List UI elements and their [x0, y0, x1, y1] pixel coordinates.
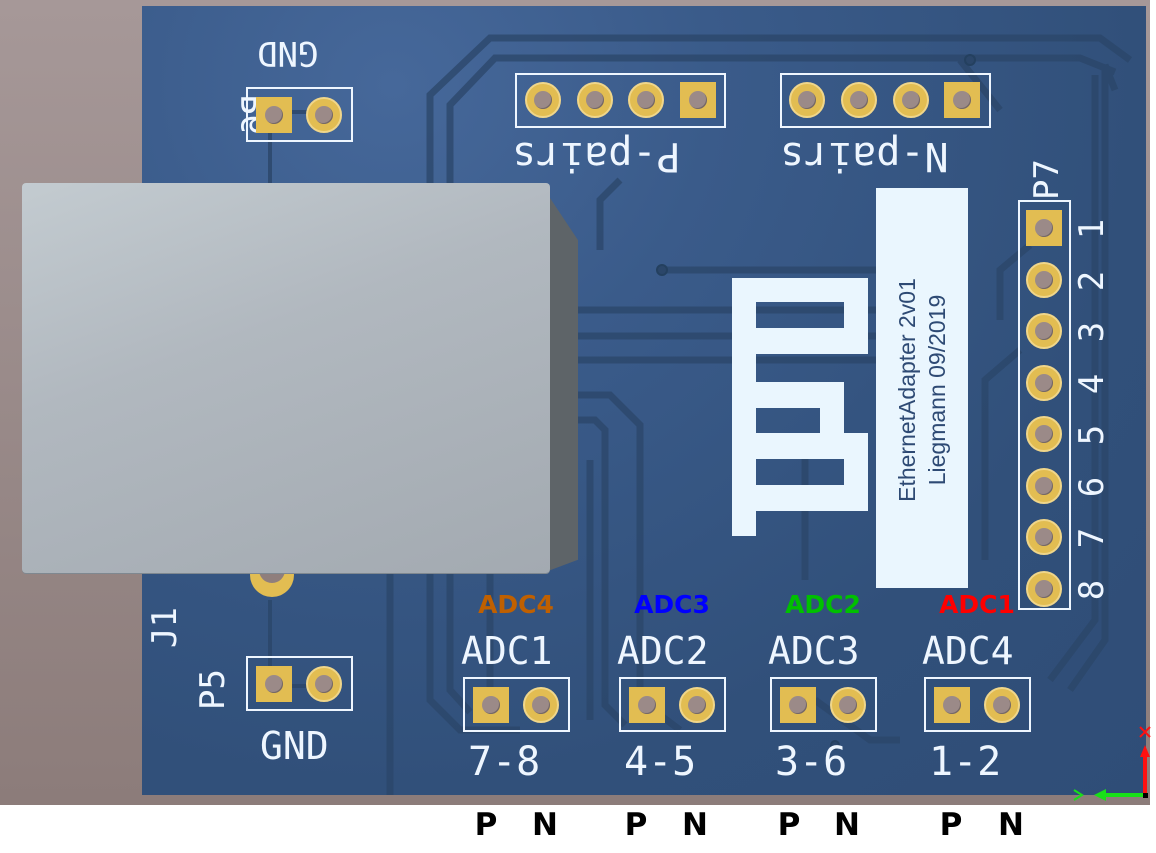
- adc-pin-pair-label: 1-2: [929, 739, 1002, 785]
- rj45-side: [548, 195, 578, 571]
- p7-pin-number: 5: [1072, 424, 1113, 446]
- p-pairs-label: P-pairs: [512, 133, 681, 179]
- p7-header[interactable]: [1018, 200, 1071, 610]
- p7-pin-6[interactable]: [1026, 467, 1062, 504]
- via: [830, 740, 840, 750]
- adc-silk-label: ADC4: [922, 629, 1014, 673]
- p7-pin-5[interactable]: [1026, 416, 1062, 452]
- j1-ref-label: J1: [145, 607, 185, 648]
- adc-pin-pair-label: 4-5: [624, 739, 697, 785]
- n-polarity-label: N: [532, 807, 558, 843]
- adc-pin-n[interactable]: [830, 687, 866, 723]
- p7-pin-4[interactable]: [1026, 364, 1062, 401]
- p6-header[interactable]: [246, 87, 353, 142]
- adc-overlay-label: ADC3: [634, 590, 710, 619]
- adc-pin-p[interactable]: [629, 687, 665, 723]
- p7-pin-1[interactable]: [1026, 210, 1062, 246]
- rj45-connector-j1[interactable]: [22, 183, 550, 573]
- adc-header[interactable]: [619, 677, 726, 732]
- p-polarity-label: P: [777, 807, 801, 843]
- adc-pin-pair-label: 3-6: [775, 739, 848, 785]
- via: [656, 264, 668, 276]
- p7-pin-number: 7: [1072, 527, 1113, 549]
- adc-silk-label: ADC1: [461, 629, 553, 673]
- adc-silk-label: ADC3: [768, 629, 860, 673]
- adc-overlay-label: ADC1: [939, 590, 1015, 619]
- board-label-text: EthernetAdapter 2v01 Liegmann 09/2019: [892, 278, 952, 502]
- p7-pin-3[interactable]: [1026, 313, 1062, 349]
- adc-header[interactable]: [770, 677, 877, 732]
- p-pairs-pin-1[interactable]: [680, 82, 716, 118]
- adc-pin-n[interactable]: [984, 687, 1020, 723]
- n-pairs-pin-4[interactable]: [789, 82, 825, 118]
- adc-silk-label: ADC2: [617, 629, 709, 673]
- board-title: EthernetAdapter 2v01: [894, 278, 920, 502]
- p7-pin-number: 3: [1072, 321, 1113, 343]
- p5-pin-2[interactable]: [306, 666, 342, 702]
- n-pairs-pin-3[interactable]: [841, 82, 877, 118]
- n-pairs-label: N-pairs: [780, 133, 949, 179]
- p5-header[interactable]: [246, 656, 353, 711]
- p5-pin-1[interactable]: [256, 666, 292, 702]
- p-polarity-label: P: [474, 807, 498, 843]
- p7-pin-number: 1: [1072, 218, 1113, 240]
- p7-pin-8[interactable]: [1026, 570, 1062, 607]
- p7-pin-number: 2: [1072, 270, 1113, 291]
- n-pairs-pin-1[interactable]: [944, 82, 980, 118]
- p-pairs-header[interactable]: [515, 73, 726, 128]
- p7-pin-number: 4: [1072, 373, 1113, 394]
- adc-pin-pair-label: 7-8: [468, 739, 541, 785]
- p-polarity-label: P: [939, 807, 963, 843]
- p6-pin-1[interactable]: [256, 97, 292, 133]
- adc-overlay-label: ADC4: [478, 590, 554, 619]
- adc-pin-p[interactable]: [780, 687, 816, 723]
- p7-pin-number: 8: [1072, 579, 1113, 600]
- adc-overlay-label: ADC2: [785, 590, 861, 619]
- p5-ref-label: P5: [193, 669, 233, 710]
- board-label-box: [876, 188, 968, 588]
- via: [964, 54, 976, 66]
- axis-indicator-icon: [1073, 726, 1151, 801]
- adc-header[interactable]: [463, 677, 570, 732]
- p7-pin-7[interactable]: [1026, 519, 1062, 555]
- p-pairs-pin-4[interactable]: [525, 82, 561, 118]
- p-pairs-pin-2[interactable]: [628, 82, 664, 118]
- p7-pin-2[interactable]: [1026, 261, 1062, 298]
- n-polarity-label: N: [834, 807, 860, 843]
- p5-gnd-label: GND: [260, 724, 329, 768]
- adc-header[interactable]: [924, 677, 1031, 732]
- p6-pin-2[interactable]: [306, 97, 342, 133]
- board-author-date: Liegmann 09/2019: [924, 294, 950, 486]
- n-pairs-header[interactable]: [780, 73, 991, 128]
- adc-pin-p[interactable]: [934, 687, 970, 723]
- tum-logo-icon: [732, 278, 868, 536]
- n-polarity-label: N: [998, 807, 1024, 843]
- adc-pin-p[interactable]: [473, 687, 509, 723]
- adc-pin-n[interactable]: [679, 687, 715, 723]
- p7-ref-label: P7: [1027, 159, 1067, 200]
- p-polarity-label: P: [624, 807, 648, 843]
- p7-pin-number: 6: [1072, 476, 1113, 497]
- p-pairs-pin-3[interactable]: [577, 82, 613, 118]
- adc-pin-n[interactable]: [523, 687, 559, 723]
- n-pairs-pin-2[interactable]: [893, 82, 929, 118]
- n-polarity-label: N: [682, 807, 708, 843]
- p6-gnd-label: GND: [257, 33, 319, 73]
